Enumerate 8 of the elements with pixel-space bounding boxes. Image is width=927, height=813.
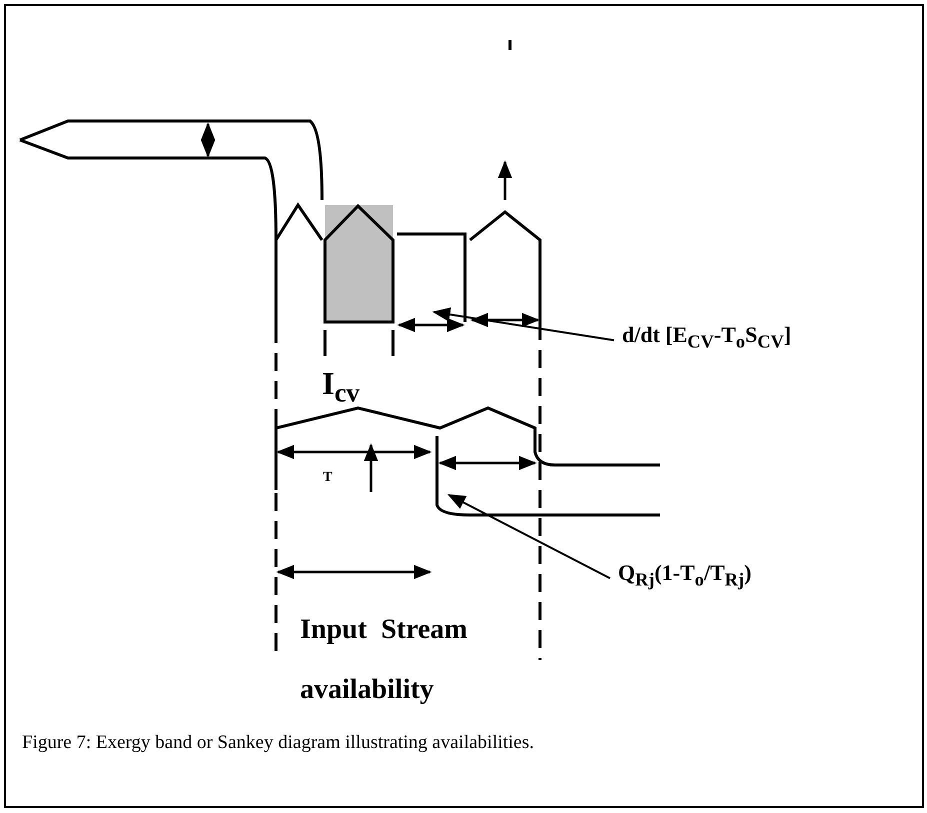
axis-letter: T xyxy=(323,470,332,486)
figure-caption: Figure 7: Exergy band or Sankey diagram illustrating availabilities. xyxy=(22,732,534,754)
leader-line xyxy=(447,494,610,580)
formula-label: d/dt [E$_{CV}$-T$_{o}$S$_{CV}$] xyxy=(622,322,792,352)
leader-line xyxy=(432,307,614,342)
formula-label: Q$_{Rj}$(1-T$_{o}$/T$_{Rj}$) xyxy=(618,560,752,590)
stream-label: Input Stream availability xyxy=(300,613,469,707)
symbol-label: I$_{cv}$ xyxy=(322,365,360,408)
